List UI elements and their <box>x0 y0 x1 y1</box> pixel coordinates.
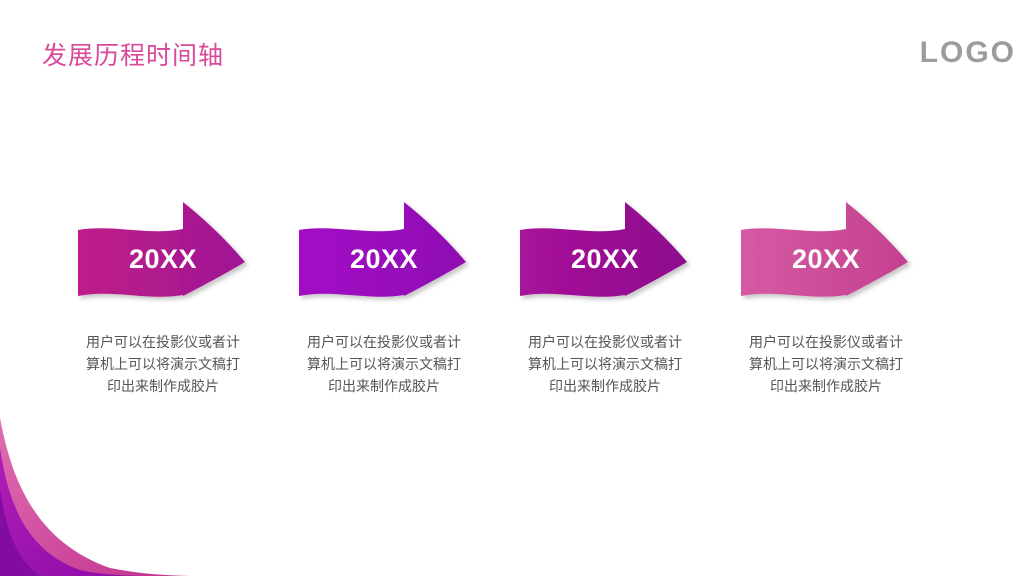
timeline-year: 20XX <box>791 244 861 274</box>
timeline-step-4: 20XX <box>741 200 921 300</box>
arrow-right-icon <box>520 202 687 297</box>
timeline-description: 用户可以在投影仪或者计 算机上可以将演示文稿打 印出来制作成胶片 <box>86 335 240 395</box>
timeline-description: 用户可以在投影仪或者计 算机上可以将演示文稿打 印出来制作成胶片 <box>307 335 461 395</box>
timeline-description: 用户可以在投影仪或者计 算机上可以将演示文稿打 印出来制作成胶片 <box>528 335 682 395</box>
timeline-year: 20XX <box>128 244 198 274</box>
arrow-right-icon <box>299 202 466 297</box>
page-title: 发展历程时间轴 <box>42 41 225 70</box>
arrow-right-icon <box>78 202 245 297</box>
logo: LOGO <box>919 36 1016 69</box>
timeline-step-1: 20XX <box>78 200 258 300</box>
timeline-step-3: 20XX <box>520 200 700 300</box>
timeline-year: 20XX <box>349 244 419 274</box>
timeline-year: 20XX <box>570 244 640 274</box>
timeline-description: 用户可以在投影仪或者计 算机上可以将演示文稿打 印出来制作成胶片 <box>749 335 903 395</box>
timeline-step-2: 20XX <box>299 200 479 300</box>
corner-wave-decoration <box>0 418 200 576</box>
arrow-right-icon <box>741 202 908 297</box>
